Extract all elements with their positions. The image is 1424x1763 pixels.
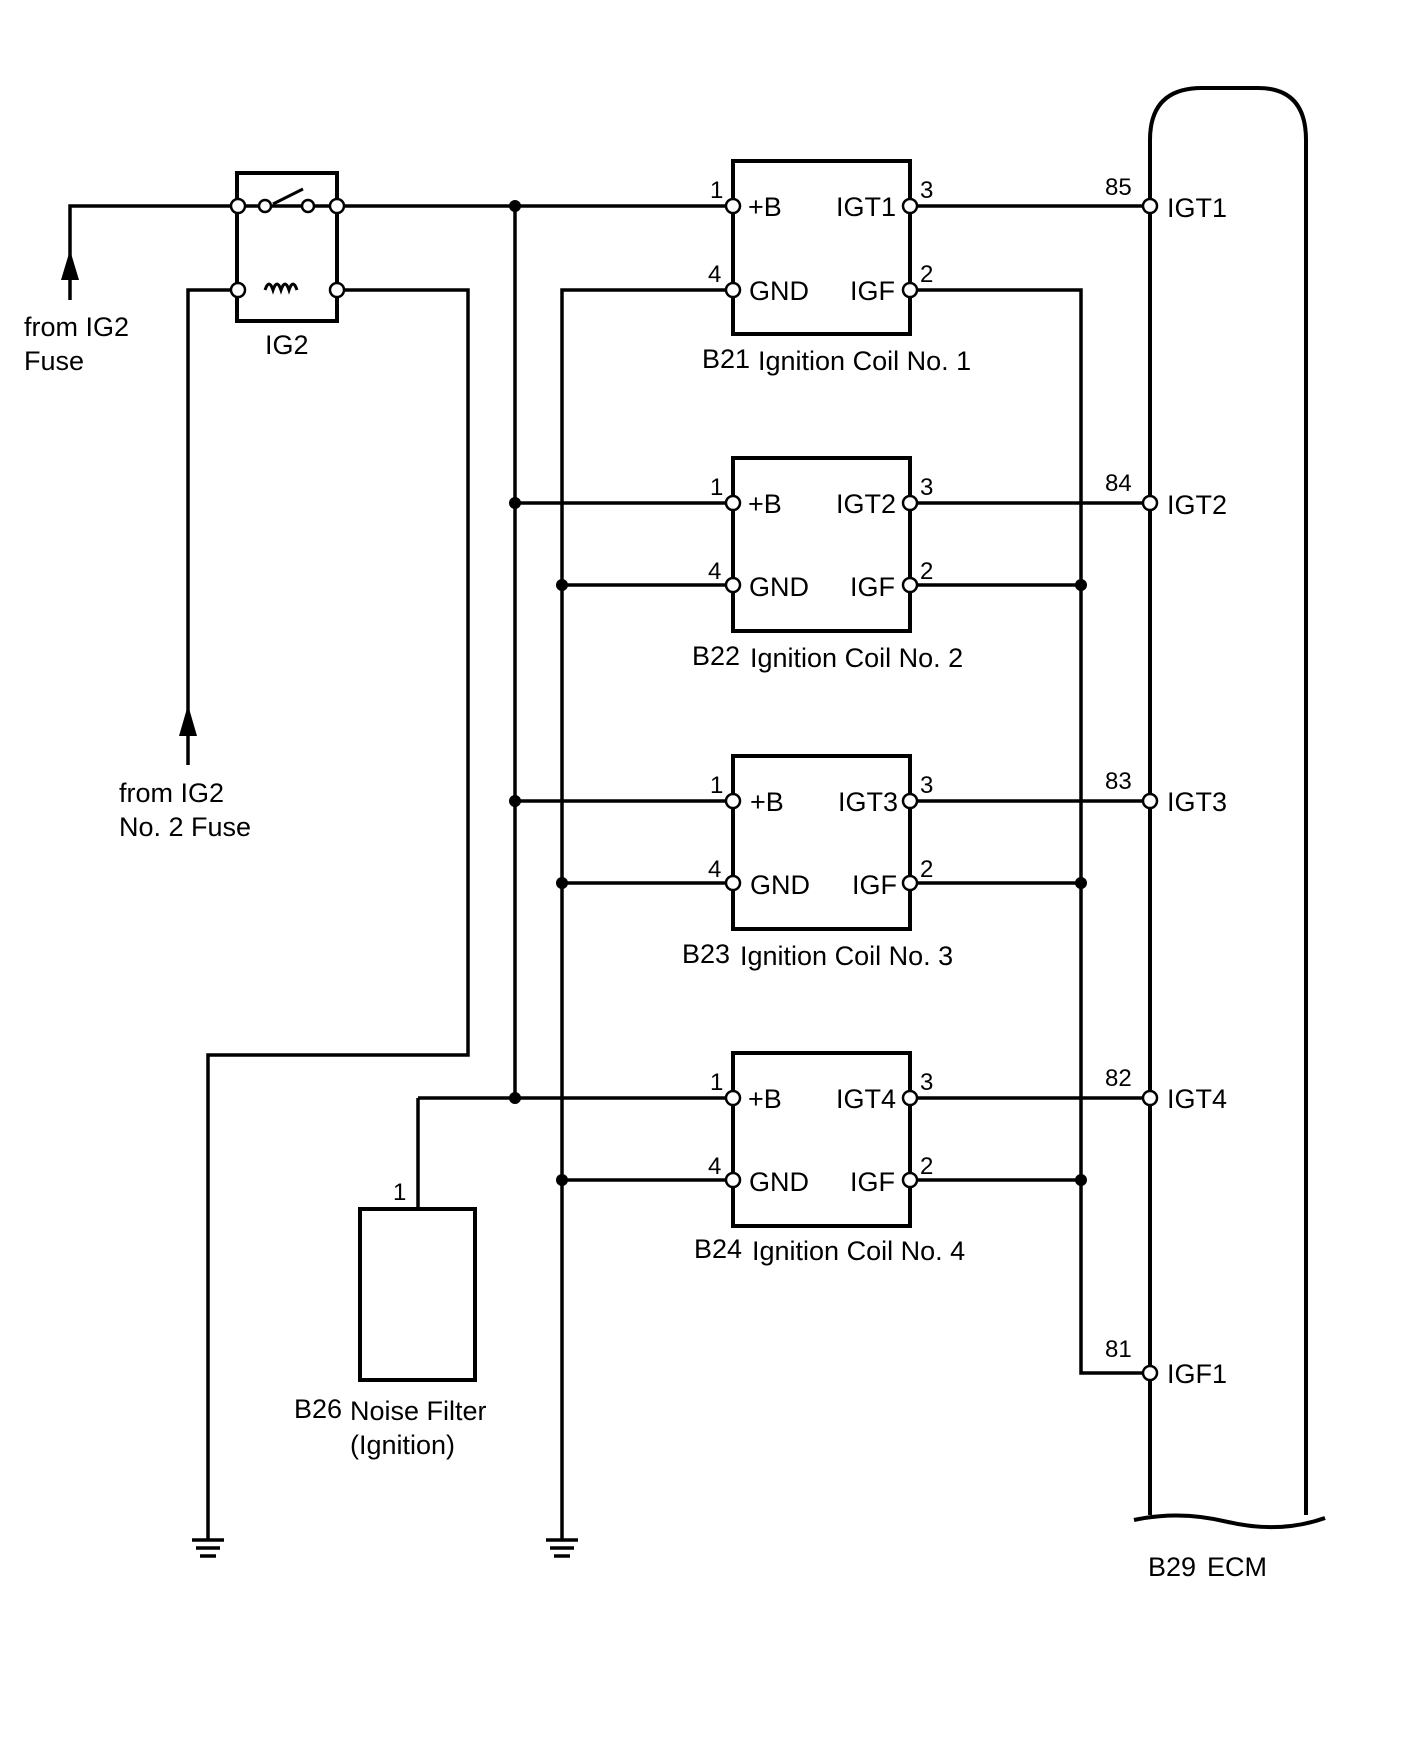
- coil-id: B21: [702, 344, 750, 374]
- ecm-pin-num: 82: [1105, 1065, 1132, 1092]
- junction-dot: [509, 1092, 521, 1104]
- pin-igt-num: 3: [920, 474, 933, 501]
- pin-b-label: +B: [748, 489, 782, 519]
- pin-gnd-num: 4: [708, 1153, 721, 1180]
- source-ig2-no2-fuse: from IG2 No. 2 Fuse: [119, 288, 251, 842]
- arrow-up-icon: [179, 705, 197, 736]
- relay-ig2: IG2: [235, 171, 339, 360]
- ecm-pin-num: 81: [1105, 1336, 1132, 1363]
- junction-dot: [509, 200, 521, 212]
- pin-igf-label: IGF: [850, 276, 895, 306]
- coil-id: B24: [694, 1234, 742, 1264]
- pin-gnd-label: GND: [749, 1167, 809, 1197]
- ecm-pin-name: IGF1: [1167, 1359, 1227, 1389]
- relay-coil-icon: [263, 282, 299, 295]
- junction-dot: [556, 579, 568, 591]
- pin-b-label: +B: [750, 787, 784, 817]
- pin-igf-num: 2: [920, 856, 933, 883]
- ecm-id: B29: [1148, 1552, 1196, 1582]
- pin-igf-num: 2: [920, 261, 933, 288]
- ecm-label: ECM: [1207, 1552, 1267, 1582]
- junction-dot: [1075, 579, 1087, 591]
- pin-b-label: +B: [748, 1084, 782, 1114]
- junction-dot: [556, 1174, 568, 1186]
- noise-filter-line1: Noise Filter: [350, 1396, 487, 1426]
- pin-igt-label: IGT1: [836, 192, 896, 222]
- ground-icon: [546, 1538, 578, 1558]
- pin-igf-num: 2: [920, 1153, 933, 1180]
- ecm-pin-name: IGT3: [1167, 787, 1227, 817]
- ecm-pin-name: IGT4: [1167, 1084, 1227, 1114]
- junction-dot: [509, 497, 521, 509]
- pin-igf-label: IGF: [850, 1167, 895, 1197]
- coil-id: B22: [692, 641, 740, 671]
- coil-label: Ignition Coil No. 1: [758, 346, 971, 376]
- ecm-pin-num: 84: [1105, 470, 1132, 497]
- ecm-pin-num: 85: [1105, 174, 1132, 201]
- junction-dot: [556, 877, 568, 889]
- noise-filter-line2: (Ignition): [350, 1430, 455, 1460]
- relay-switch-icon: [272, 187, 304, 206]
- coil-b22: 1 +B 4 GND 3 IGT2 2 IGF B22 Ignition Coi…: [692, 456, 963, 673]
- source-ig2-fuse: from IG2 Fuse: [24, 204, 238, 376]
- pin-gnd-num: 4: [708, 261, 721, 288]
- pin-b-label: +B: [748, 192, 782, 222]
- pin-igf-label: IGF: [850, 572, 895, 602]
- pin-gnd-label: GND: [749, 276, 809, 306]
- pin-b-num: 1: [710, 1069, 723, 1096]
- junction-dot: [509, 795, 521, 807]
- pin-igf-num: 2: [920, 558, 933, 585]
- coil-label: Ignition Coil No. 4: [752, 1236, 965, 1266]
- pin-b-num: 1: [710, 474, 723, 501]
- source-2-line2: No. 2 Fuse: [119, 812, 251, 842]
- ecm-pin-name: IGT2: [1167, 490, 1227, 520]
- junction-dot: [1075, 1174, 1087, 1186]
- pin-gnd-num: 4: [708, 558, 721, 585]
- source-2-line1: from IG2: [119, 778, 224, 808]
- noise-filter-b26: 1 B26 Noise Filter (Ignition): [294, 1179, 487, 1460]
- source-1-line1: from IG2: [24, 312, 129, 342]
- junction-dot: [1075, 877, 1087, 889]
- ecm-pin-name: IGT1: [1167, 193, 1227, 223]
- coil-label: Ignition Coil No. 2: [750, 643, 963, 673]
- arrow-up-icon: [61, 250, 79, 280]
- ground-icon: [192, 1538, 224, 1558]
- coil-label: Ignition Coil No. 3: [740, 941, 953, 971]
- pin-b-num: 1: [710, 177, 723, 204]
- pin-igt-label: IGT3: [838, 787, 898, 817]
- coil-b24: 1 +B 4 GND 3 IGT4 2 IGF B24 Ignition Coi…: [694, 1051, 965, 1266]
- wiring: [206, 197, 1150, 1540]
- ecm-pin-num: 83: [1105, 768, 1132, 795]
- pin-igf-label: IGF: [852, 870, 897, 900]
- pin-b-num: 1: [710, 772, 723, 799]
- relay-name: IG2: [265, 330, 309, 360]
- pin-igt-num: 3: [920, 1069, 933, 1096]
- pin-igt-label: IGT2: [836, 489, 896, 519]
- source-1-line2: Fuse: [24, 346, 84, 376]
- pin-gnd-num: 4: [708, 856, 721, 883]
- pin-igt-num: 3: [920, 772, 933, 799]
- ecm-b29: B29 ECM: [1133, 86, 1326, 1582]
- pin-gnd-label: GND: [750, 870, 810, 900]
- noise-filter-id: B26: [294, 1394, 342, 1424]
- pin-gnd-label: GND: [749, 572, 809, 602]
- ecm-pins: 85 IGT1 84 IGT2 83 IGT3 82 IGT4 81 IGF1: [1105, 174, 1227, 1389]
- coil-b23: 1 +B 4 GND 3 IGT3 2 IGF B23 Ignition Coi…: [682, 754, 953, 971]
- pin-igt-label: IGT4: [836, 1084, 896, 1114]
- pin-igt-num: 3: [920, 177, 933, 204]
- coil-id: B23: [682, 939, 730, 969]
- noise-filter-pin: 1: [393, 1179, 406, 1206]
- coil-b21: 1 +B 4 GND 3 IGT1 2 IGF B21 Ignition Coi…: [702, 159, 971, 376]
